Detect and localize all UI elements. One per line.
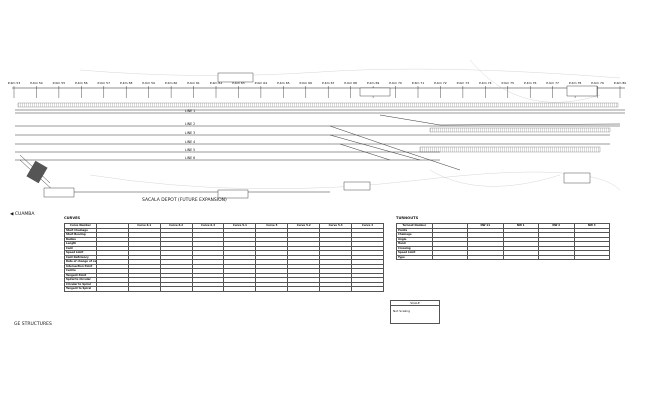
line-label: LINE 3: [185, 131, 195, 135]
turnouts-row: Hand: [396, 241, 610, 247]
chainage-label: P-Km 66: [300, 81, 313, 85]
chainage-label: P-Km 62: [210, 81, 223, 85]
curves-row: Rate of change of cant: [64, 259, 384, 265]
turnouts-cell: [538, 254, 575, 260]
turnouts-row: Type: [396, 254, 610, 260]
turnouts-title: TURNOUTS: [396, 216, 419, 220]
direction-label: ◀ CUAMBA: [10, 212, 35, 217]
scale-label: Not Scaling: [393, 309, 411, 313]
track-plan-drawing: P-Km 53 P-Km 54 P-Km 55 P-Km 56 P-Km 57 P-Km …: [8, 59, 627, 199]
structures-label: GE STRUCTURES: [14, 322, 52, 327]
chainage-label: P-Km 67: [322, 81, 335, 85]
curves-cell: [95, 286, 129, 292]
chainage-label: P-Km 57: [98, 81, 111, 85]
chainage-label: P-Km 63: [232, 81, 245, 85]
chainage-label: P-Km 68: [344, 81, 357, 85]
callouts: [43, 72, 598, 199]
chainage-label: P-Km 69: [367, 81, 380, 85]
curves-cell: Tangent to Spiral: [64, 286, 97, 292]
curves-row: Radius: [64, 236, 384, 242]
chainage-label: P-Km 79: [591, 81, 604, 85]
turnouts-cell: [573, 254, 610, 260]
chainage-label: P-Km 58: [120, 81, 133, 85]
chainage-label: P-Km 65: [277, 81, 290, 85]
embankment-hatching: [17, 102, 619, 153]
chainage-label: P-Km 73: [457, 81, 470, 85]
turnouts-cell: [431, 254, 468, 260]
direction-text: CUAMBA: [14, 212, 35, 217]
curves-cell: [319, 286, 353, 292]
chainage-label: P-Km 64: [255, 81, 268, 85]
curves-cell: [191, 286, 225, 292]
depot-building: [26, 160, 48, 184]
curves-cell: [351, 286, 384, 292]
chainage-label: P-Km 59: [142, 81, 155, 85]
contour-lines: [79, 59, 621, 191]
turnouts-cell: [502, 254, 539, 260]
curves-row: Cant Deficiency: [64, 254, 384, 260]
turnouts-cell: Type: [396, 254, 433, 260]
chainage-label: P-Km 78: [569, 81, 582, 85]
chainage-label: P-Km 77: [546, 81, 559, 85]
chainage-label: P-Km 75: [502, 81, 515, 85]
curves-cell: [127, 286, 161, 292]
line-label: LINE 2: [185, 122, 195, 126]
curves-row: Tangent to Spiral: [64, 286, 384, 292]
chainage-label: P-Km 74: [479, 81, 492, 85]
chainage-label: P-Km 71: [412, 81, 425, 85]
curves-cell: [255, 286, 289, 292]
line-label: LINE 5: [185, 148, 195, 152]
chainage-label: P-Km 53: [8, 81, 21, 85]
chainage-axis: P-Km 53 P-Km 54 P-Km 55 P-Km 56 P-Km 57 P-Km …: [8, 81, 627, 98]
turnouts-row: Speed Limit: [396, 250, 610, 256]
depot-label: SACALA DEPOT (FUTURE EXPANSION): [142, 198, 227, 203]
line-label: LINE 1: [185, 109, 195, 113]
scale-box: SCALE Not Scaling: [390, 300, 440, 324]
chainage-label: P-Km 54: [30, 81, 43, 85]
track-lines: [15, 109, 625, 193]
chainage-label: P-Km 70: [389, 81, 402, 85]
curves-cell: [223, 286, 257, 292]
curves-row: Intersection Point: [64, 263, 384, 269]
curves-cell: [287, 286, 321, 292]
curves-row: Length: [64, 241, 384, 247]
chainage-label: P-Km 80: [614, 81, 627, 85]
line-label: LINE 4: [185, 140, 195, 144]
chainage-label: P-Km 72: [434, 81, 447, 85]
line-labels: LINE 1 LINE 2 LINE 3 LINE 4 LINE 5 LINE 6: [185, 109, 195, 160]
line-label: LINE 6: [185, 156, 195, 160]
turnouts-cell: [467, 254, 504, 260]
chainage-label: P-Km 60: [165, 81, 178, 85]
chainage-label: P-Km 56: [75, 81, 88, 85]
curves-cell: [159, 286, 193, 292]
chainage-label: P-Km 76: [524, 81, 537, 85]
chainage-label: P-Km 61: [187, 81, 200, 85]
curves-title: CURVES: [64, 216, 81, 220]
chainage-label: P-Km 55: [53, 81, 66, 85]
scale-title: SCALE: [391, 301, 439, 306]
